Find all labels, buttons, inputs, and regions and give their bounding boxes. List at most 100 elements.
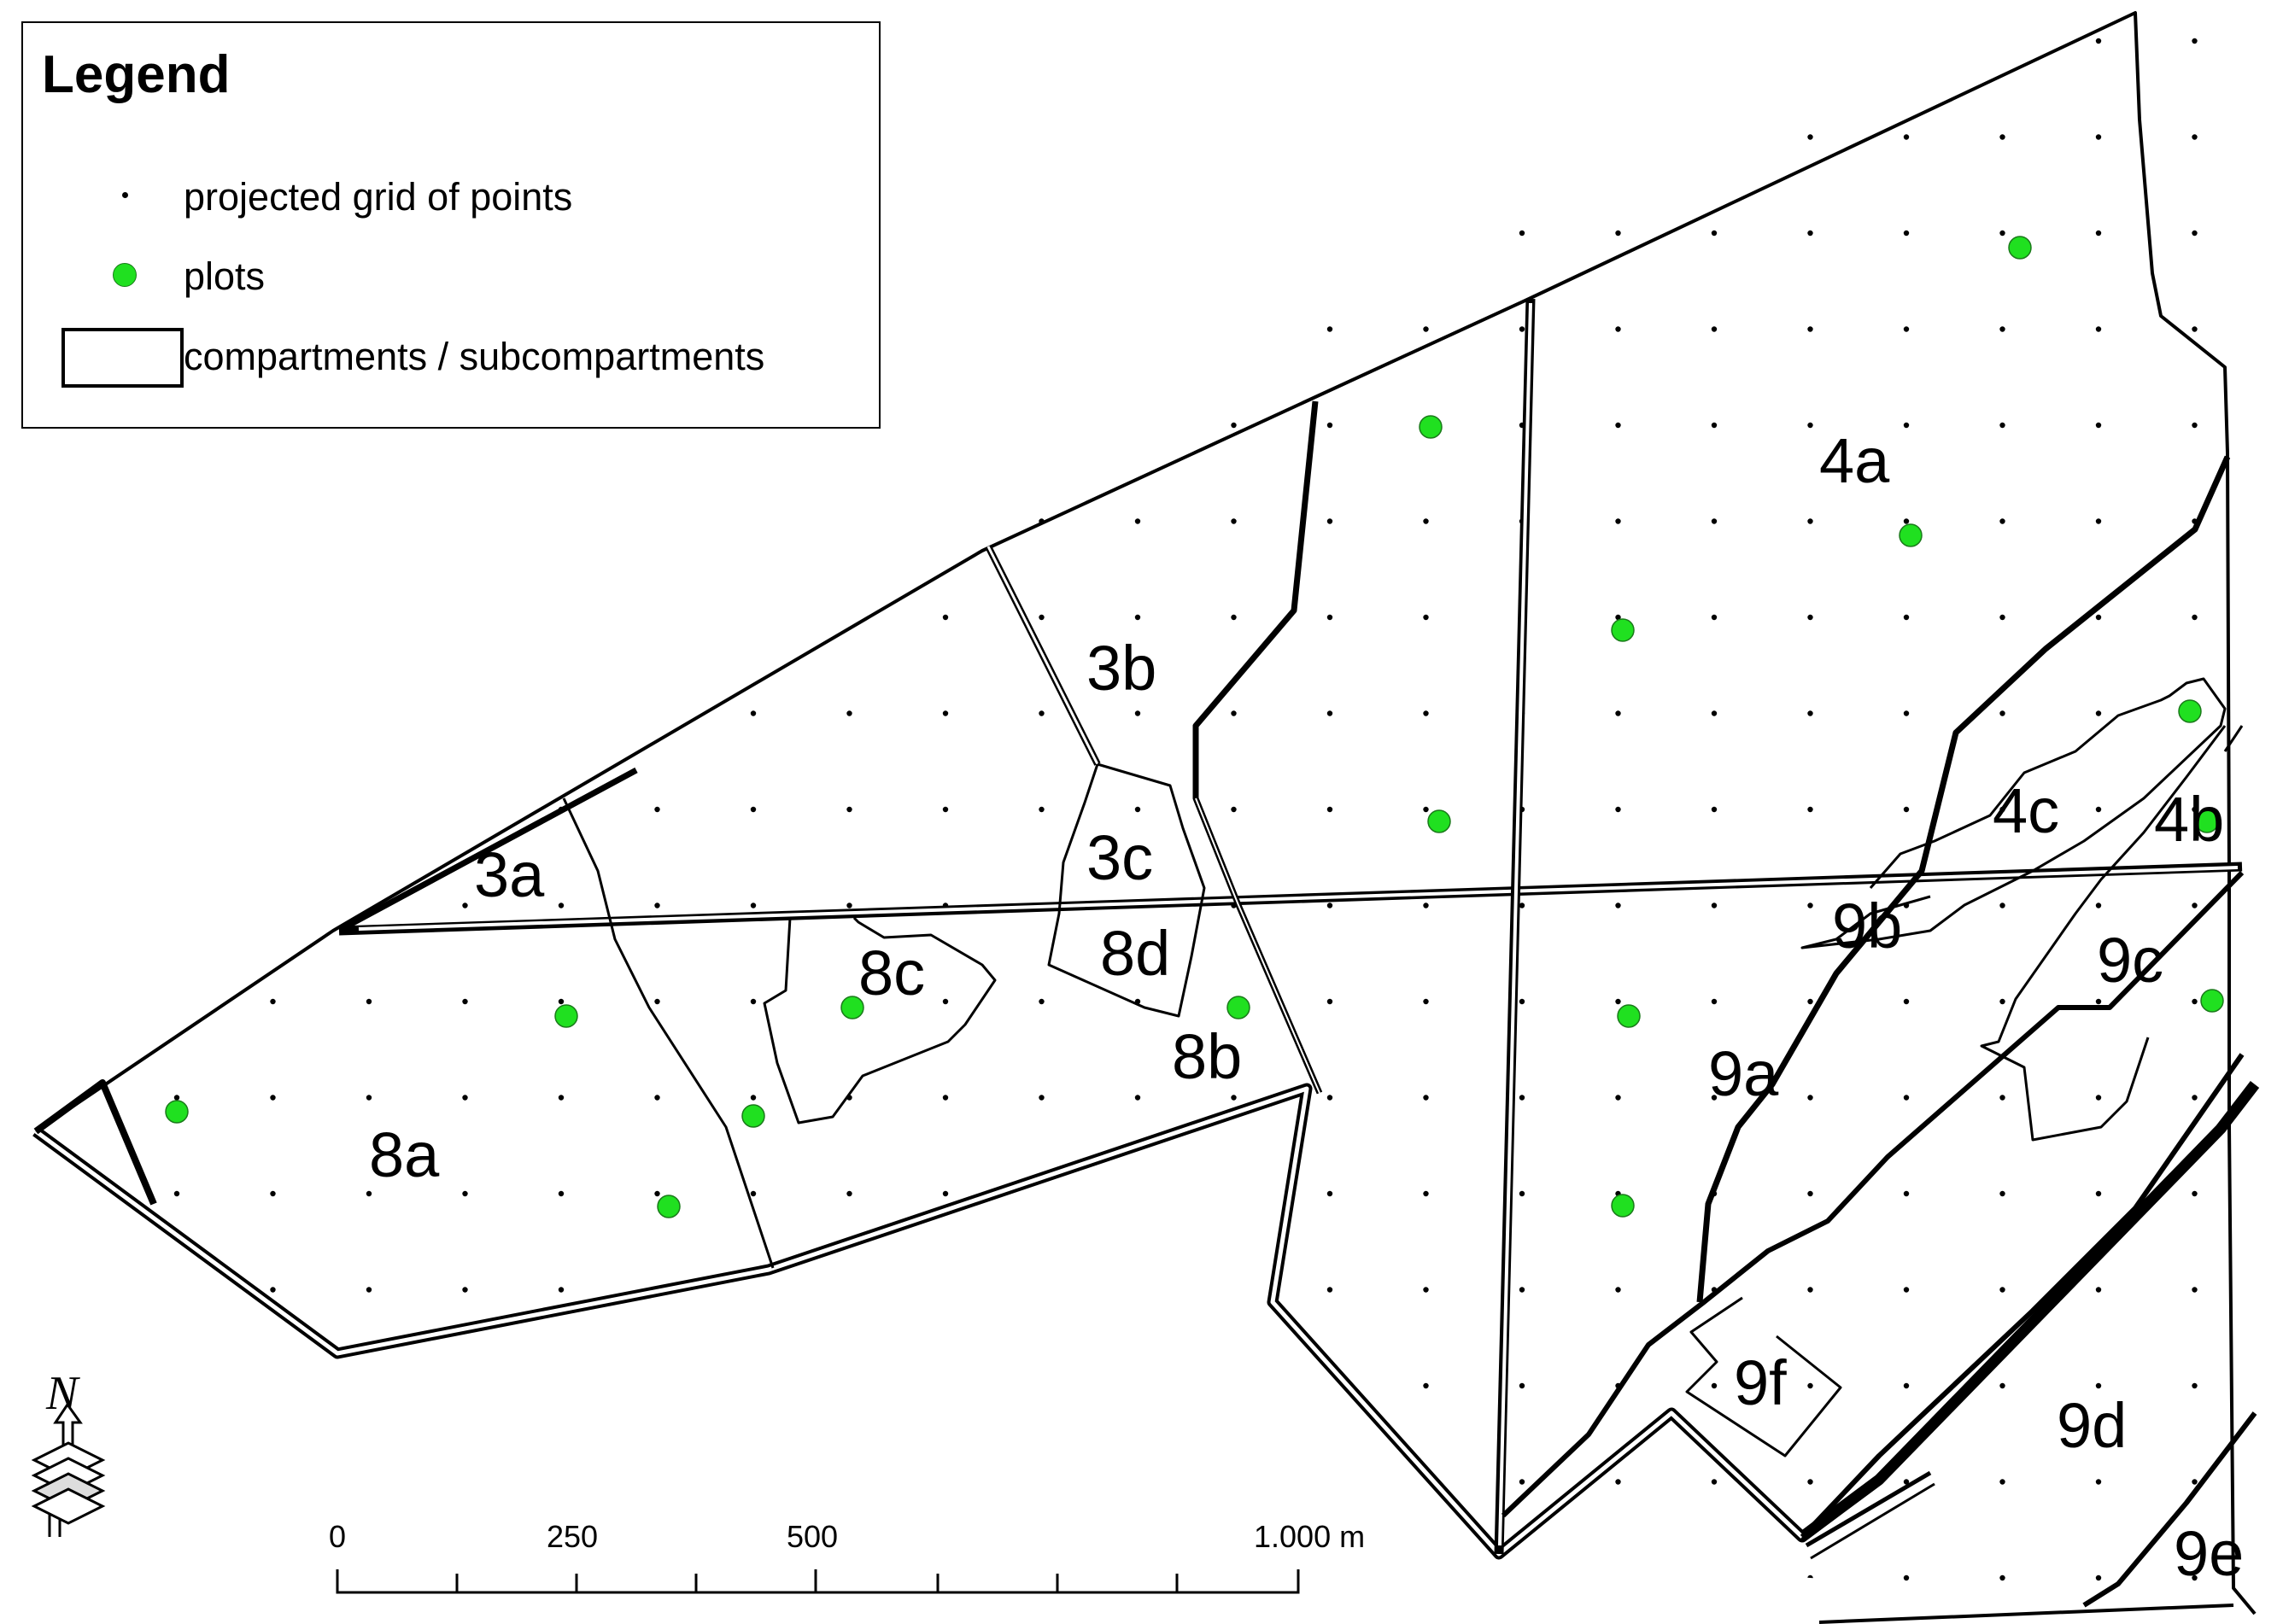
grid-point — [942, 1287, 949, 1293]
grid-point — [1903, 1095, 1910, 1101]
grid-point — [1134, 134, 1141, 140]
grid-point — [366, 1190, 372, 1197]
grid-point — [2095, 614, 2102, 621]
grid-point — [1807, 422, 1813, 429]
legend-label-grid: projected grid of points — [184, 175, 573, 219]
grid-point — [1231, 422, 1237, 429]
grid-point — [1231, 1287, 1237, 1293]
label-9c: 9c — [2097, 925, 2163, 996]
grid-point — [654, 1479, 660, 1485]
grid-point — [462, 1479, 468, 1485]
plot-marker — [1419, 415, 1443, 439]
grid-point — [1903, 326, 1910, 332]
grid-point — [1423, 1574, 1429, 1581]
grid-point — [1807, 134, 1813, 140]
compartment-symbol-icon — [61, 328, 184, 388]
grid-point — [2095, 1287, 2102, 1293]
grid-point-symbol-icon — [122, 192, 128, 198]
grid-point — [1807, 903, 1813, 908]
grid-point — [1326, 1095, 1333, 1101]
grid-point — [942, 230, 949, 237]
grid-point — [366, 614, 372, 621]
grid-point — [846, 903, 852, 908]
grid-point — [1134, 422, 1141, 429]
grid-point — [1807, 614, 1813, 621]
grid-point — [942, 998, 949, 1005]
grid-point — [750, 1574, 757, 1581]
grid-point — [1903, 1574, 1910, 1581]
grid-point — [2192, 1574, 2198, 1581]
grid-point — [1134, 1095, 1141, 1101]
grid-point — [1423, 614, 1429, 621]
grid-point — [654, 710, 660, 716]
grid-point — [942, 518, 949, 524]
grid-point — [1231, 326, 1237, 332]
grid-point — [173, 710, 180, 716]
grid-point — [1039, 1479, 1045, 1485]
grid-point — [1326, 806, 1333, 813]
grid-point — [1999, 1479, 2005, 1485]
grid-point — [1326, 1574, 1333, 1581]
grid-point — [846, 1479, 852, 1485]
grid-point — [1039, 1095, 1045, 1101]
grid-point — [846, 710, 852, 716]
grid-point — [1326, 1287, 1333, 1293]
grid-point — [1326, 230, 1333, 237]
grid-point — [750, 710, 757, 716]
grid-point — [1999, 1287, 2005, 1293]
grid-point — [1423, 1095, 1429, 1101]
grid-point — [1231, 38, 1237, 44]
grid-point — [942, 422, 949, 429]
grid-point — [2192, 230, 2198, 237]
grid-point — [1519, 903, 1525, 908]
grid-point — [2095, 710, 2102, 716]
grid-point — [462, 998, 468, 1005]
grid-point — [1999, 806, 2005, 813]
grid-point — [1999, 1574, 2005, 1581]
plot-marker — [1899, 523, 1923, 547]
grid-point — [173, 1287, 180, 1293]
grid-point — [1711, 1574, 1718, 1581]
grid-point — [1999, 1095, 2005, 1101]
grid-point — [750, 614, 757, 621]
grid-point — [1519, 1190, 1525, 1197]
grid-point — [1134, 1574, 1141, 1581]
grid-point — [1519, 230, 1525, 237]
scale-bar-labels: 0 250 500 1.000 m — [329, 1519, 1365, 1554]
grid-point — [173, 614, 180, 621]
scale-label-1000: 1.000 m — [1254, 1519, 1365, 1554]
grid-point — [1711, 1095, 1718, 1101]
grid-point — [1711, 422, 1718, 429]
grid-point — [750, 1095, 757, 1101]
plot-symbol-icon — [113, 263, 137, 287]
grid-point — [1903, 614, 1910, 621]
label-3c: 3c — [1086, 822, 1153, 893]
grid-point — [1231, 1095, 1237, 1101]
grid-point — [2192, 422, 2198, 429]
grid-point — [270, 903, 276, 908]
grid-point — [1615, 710, 1621, 716]
grid-point — [2192, 1095, 2198, 1101]
grid-point — [2095, 38, 2102, 44]
grid-point — [1999, 903, 2005, 908]
grid-point — [1711, 230, 1718, 237]
grid-point — [2095, 134, 2102, 140]
plot-marker — [165, 1100, 189, 1124]
grid-point — [2192, 806, 2198, 813]
grid-point — [2192, 1382, 2198, 1389]
grid-point — [1423, 230, 1429, 237]
grid-point — [2192, 903, 2198, 908]
grid-point — [270, 710, 276, 716]
grid-point — [1039, 134, 1045, 140]
grid-point — [1615, 614, 1621, 621]
grid-point — [2095, 518, 2102, 524]
grid-point — [558, 1382, 565, 1389]
grid-point — [1326, 710, 1333, 716]
grid-point — [1039, 806, 1045, 813]
grid-point — [1519, 1095, 1525, 1101]
grid-point — [1903, 1479, 1910, 1485]
grid-point — [942, 38, 949, 44]
grid-point — [1423, 1382, 1429, 1389]
grid-point — [1615, 422, 1621, 429]
grid-point — [1807, 518, 1813, 524]
